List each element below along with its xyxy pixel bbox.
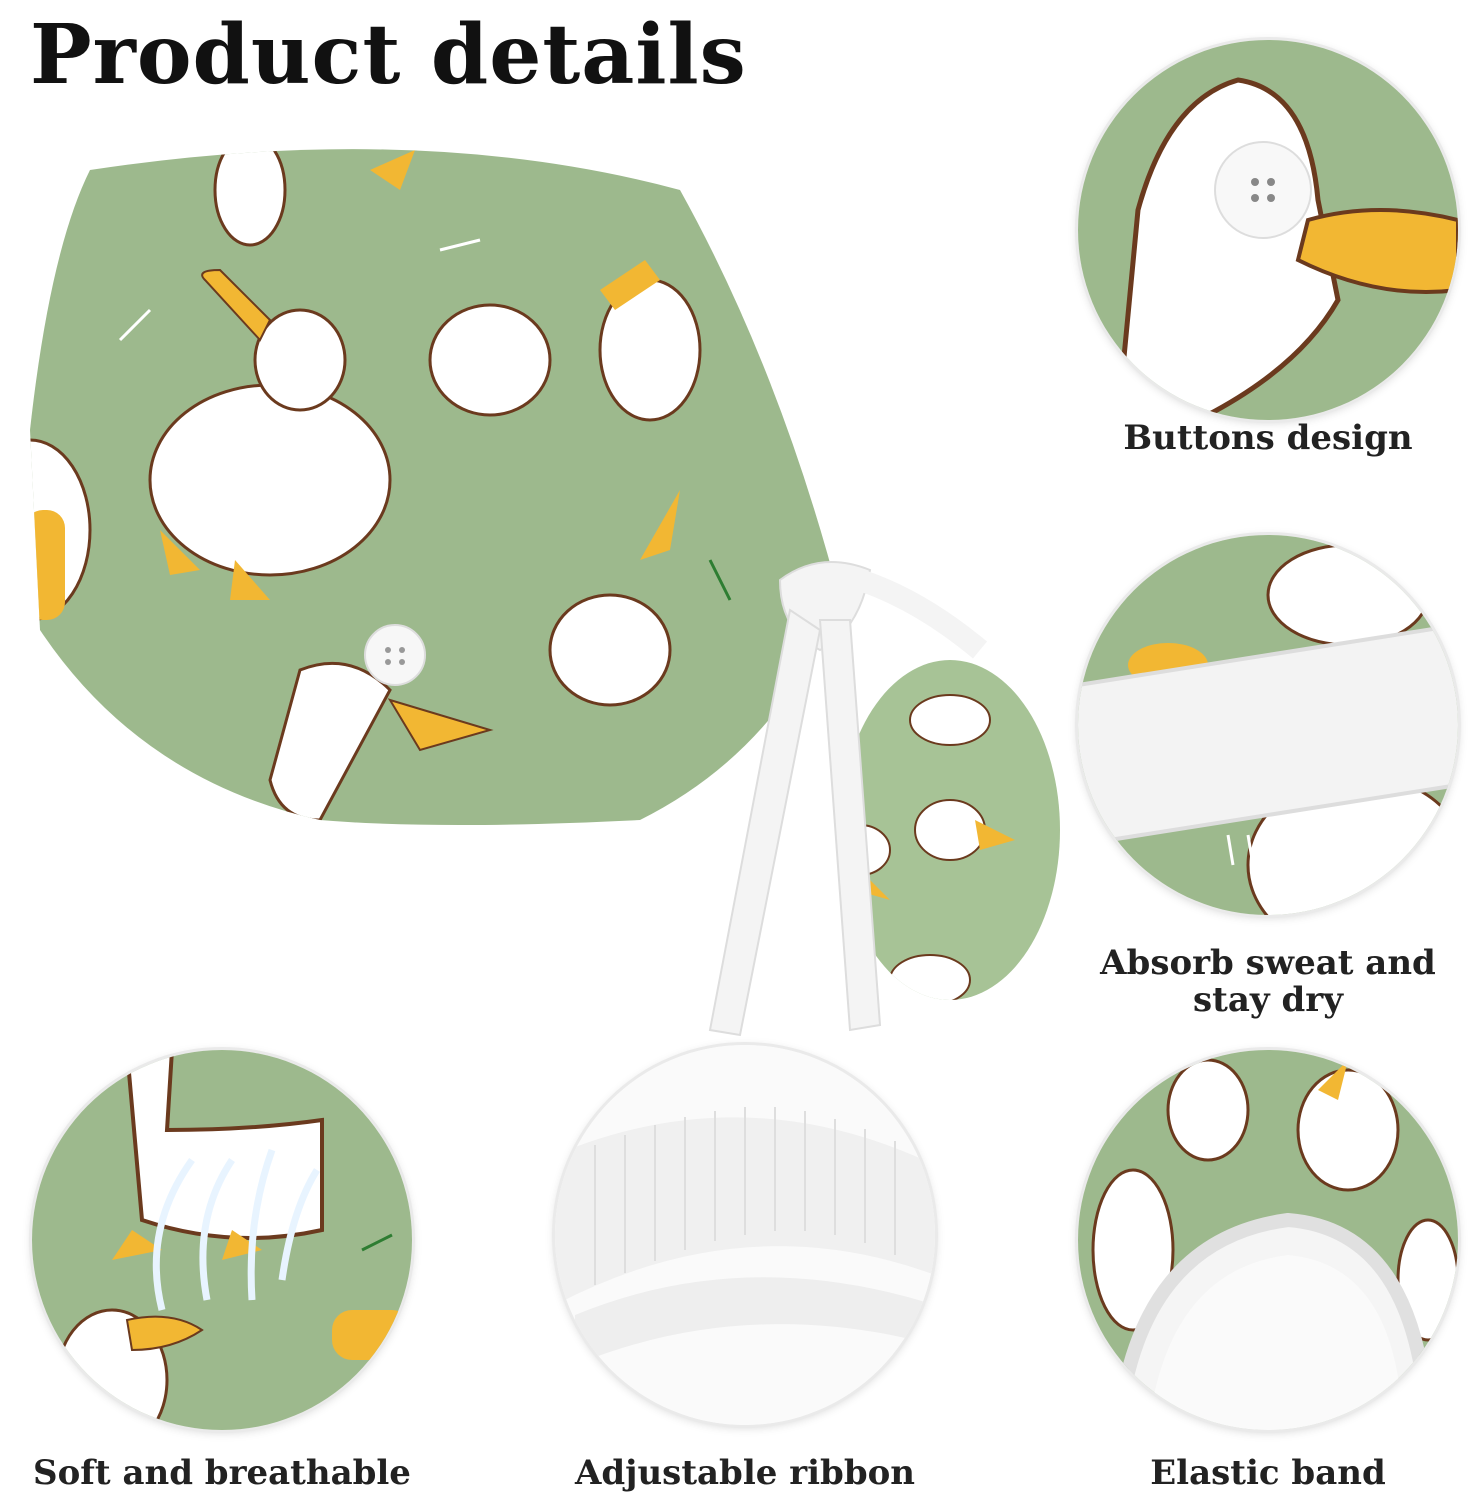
caption-elastic-band: Elastic band	[1150, 1453, 1386, 1493]
elastic-band-image	[1078, 1050, 1458, 1430]
caption-adjustable-ribbon: Adjustable ribbon	[575, 1453, 915, 1493]
caption-buttons-design: Buttons design	[1123, 418, 1413, 458]
adjustable-ribbon-image	[555, 1045, 935, 1425]
product-image-main	[20, 130, 1070, 1064]
caption-soft-breathable: Soft and breathable	[33, 1453, 411, 1493]
page-title: Product details	[30, 7, 747, 103]
soft-breathable-image	[32, 1050, 412, 1430]
caption-absorb-sweat: Absorb sweat and stay dry	[1100, 943, 1436, 1021]
absorb-sweat-image	[1078, 535, 1458, 915]
buttons-design-image	[1078, 40, 1458, 420]
